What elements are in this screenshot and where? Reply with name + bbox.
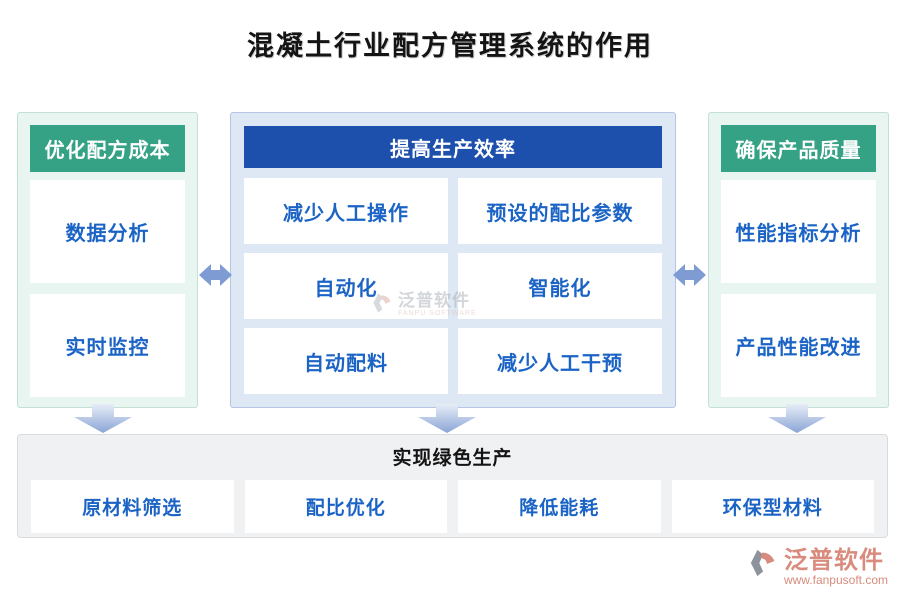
card-reduce-manual-intervention: 减少人工干预 bbox=[458, 328, 662, 394]
panel-optimize-cost-header: 优化配方成本 bbox=[30, 125, 185, 172]
card-eco-friendly-materials: 环保型材料 bbox=[671, 480, 874, 533]
down-arrow-icon bbox=[768, 404, 826, 433]
panel-product-quality: 确保产品质量 性能指标分析 产品性能改进 bbox=[708, 112, 889, 408]
card-auto-batching: 自动配料 bbox=[244, 328, 448, 394]
card-performance-indicator-analysis: 性能指标分析 bbox=[721, 180, 876, 283]
down-arrow-icon bbox=[418, 404, 476, 433]
left-right-arrow-icon bbox=[199, 264, 232, 286]
panel-green-production-title: 实现绿色生产 bbox=[392, 448, 513, 469]
brand-logo: 泛普软件 www.fanpusoft.com bbox=[749, 548, 888, 587]
panel-production-efficiency-header: 提高生产效率 bbox=[244, 126, 662, 168]
card-ratio-optimization: 配比优化 bbox=[244, 480, 447, 533]
card-realtime-monitoring: 实时监控 bbox=[30, 294, 185, 397]
panel-production-efficiency-items: 减少人工操作 预设的配比参数 自动化 智能化 自动配料 减少人工干预 bbox=[244, 178, 662, 394]
card-product-performance-improvement: 产品性能改进 bbox=[721, 294, 876, 397]
card-reduce-manual-operation: 减少人工操作 bbox=[244, 178, 448, 244]
card-intelligence: 智能化 bbox=[458, 253, 662, 319]
panel-product-quality-header: 确保产品质量 bbox=[721, 125, 876, 172]
panel-optimize-cost: 优化配方成本 数据分析 实时监控 bbox=[17, 112, 198, 408]
card-preset-ratio-parameters: 预设的配比参数 bbox=[458, 178, 662, 244]
panel-green-production-items: 原材料筛选 配比优化 降低能耗 环保型材料 bbox=[18, 480, 887, 533]
card-automation: 自动化 bbox=[244, 253, 448, 319]
panel-green-production: 实现绿色生产 原材料筛选 配比优化 降低能耗 环保型材料 bbox=[17, 434, 888, 538]
page-title: 混凝土行业配方管理系统的作用 bbox=[247, 31, 653, 61]
panel-product-quality-items: 性能指标分析 产品性能改进 bbox=[721, 180, 876, 397]
card-reduce-energy-consumption: 降低能耗 bbox=[458, 480, 661, 533]
brand-name: 泛普软件 bbox=[783, 548, 884, 574]
card-raw-material-screening: 原材料筛选 bbox=[31, 480, 234, 533]
down-arrow-icon bbox=[74, 404, 132, 433]
card-data-analysis: 数据分析 bbox=[30, 180, 185, 283]
brand-url: www.fanpusoft.com bbox=[783, 573, 888, 587]
left-right-arrow-icon bbox=[673, 264, 706, 286]
brand-logo-icon bbox=[750, 549, 775, 577]
panel-optimize-cost-items: 数据分析 实时监控 bbox=[30, 180, 185, 397]
panel-production-efficiency: 提高生产效率 减少人工操作 预设的配比参数 自动化 智能化 自动配料 减少人工干… bbox=[230, 112, 676, 408]
